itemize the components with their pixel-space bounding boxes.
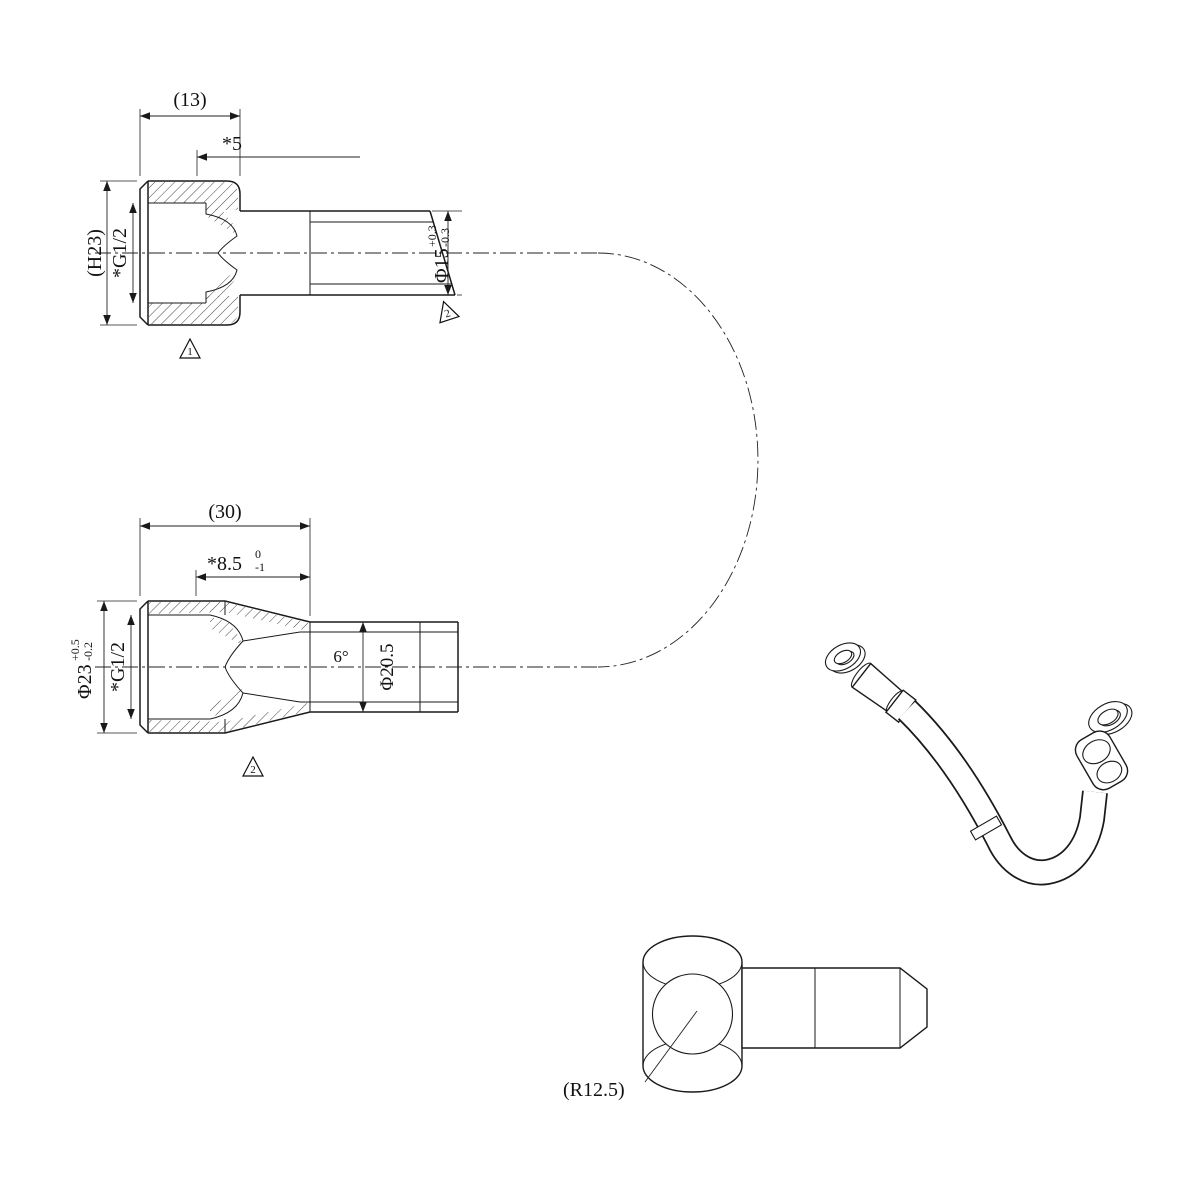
hatch-seat-top	[206, 206, 237, 235]
thread-label-mid: *G1/2	[107, 642, 129, 692]
hose-clip-band	[969, 815, 1003, 841]
dim-thread-top: *G1/2	[109, 203, 137, 303]
elbow-stub-outline	[741, 967, 928, 1049]
nut-outline	[139, 180, 241, 326]
dim-h23-label: (H23)	[84, 229, 106, 277]
dim-85-label: *8.5	[207, 553, 242, 575]
centerline-connector-curve	[597, 252, 759, 668]
note-flag-1-number: 1	[187, 346, 193, 358]
dim-85-tol-upper: 0	[255, 547, 261, 561]
note-flag-tube-number: 2	[443, 307, 452, 320]
note-flag-2: 2	[242, 755, 264, 777]
dim-depth-85: *8.5 0 -1	[195, 547, 310, 596]
note-flag-2-number: 2	[250, 764, 256, 776]
dia15-tol-upper: +0.3	[425, 225, 439, 247]
dim-thread-depth: *5	[196, 133, 360, 176]
hatch-mid-bottom-wall	[149, 703, 308, 732]
hatch-mid-seat-top	[210, 617, 242, 645]
dim-13: (13)	[139, 89, 241, 176]
hose-cone-fitting	[850, 662, 917, 724]
dim-dia23: Φ23 +0.5 -0.2	[68, 600, 137, 734]
dim-dia15: Φ15 +0.3 -0.3	[425, 210, 462, 296]
dim-5-label: *5	[222, 133, 242, 155]
note-flag-tube: 2	[439, 300, 461, 324]
hatch-top-wall	[149, 182, 238, 210]
elbow-port-circle	[651, 973, 734, 1055]
dia23-tol-lower: -0.2	[81, 642, 95, 661]
washer-2	[1088, 701, 1133, 735]
elbow-fitting-view: (R12.5)	[563, 935, 928, 1101]
hose-end-nut	[1074, 730, 1129, 791]
dim-thread-mid: *G1/2	[107, 615, 135, 719]
hatch-mid-top-wall	[149, 602, 308, 631]
washer-1	[824, 642, 866, 674]
angle-6-label: 6°	[333, 647, 348, 666]
dim-h23: (H23)	[84, 180, 137, 326]
dia15-tol-lower: -0.3	[438, 228, 452, 247]
dia15-label: Φ15	[431, 248, 453, 283]
hose-assembly-isometric	[824, 642, 1133, 886]
middle-section-view: (30) *8.5 0 -1 Φ23 +0.5 -0.2 *G1/2 6°	[68, 501, 598, 777]
hatch-seat-bottom	[206, 271, 237, 300]
hatch-mid-seat-bottom	[210, 689, 242, 717]
hose-tube-body	[899, 701, 1107, 884]
dia23-label: Φ23	[74, 664, 96, 699]
hatch-bottom-wall	[149, 296, 238, 324]
dim-30: (30)	[139, 501, 311, 616]
dim-85-tol-lower: -1	[255, 560, 265, 574]
thread-label-top: *G1/2	[109, 228, 131, 278]
dia23-tol-upper: +0.5	[68, 639, 82, 661]
dim-30-label: (30)	[208, 501, 241, 523]
dia205-label: Φ20.5	[377, 643, 398, 690]
taper-bottom	[242, 692, 301, 703]
dim-r125: (R12.5)	[563, 1010, 698, 1101]
taper-top	[242, 631, 301, 642]
note-flag-1: 1	[179, 337, 201, 359]
top-section-view: (13) *5 (H23) *G1/2 Φ15 +0.3	[84, 89, 598, 359]
dim-dia205: Φ20.5	[359, 622, 398, 712]
radius-label: (R12.5)	[563, 1079, 625, 1101]
dim-13-label: (13)	[173, 89, 206, 111]
